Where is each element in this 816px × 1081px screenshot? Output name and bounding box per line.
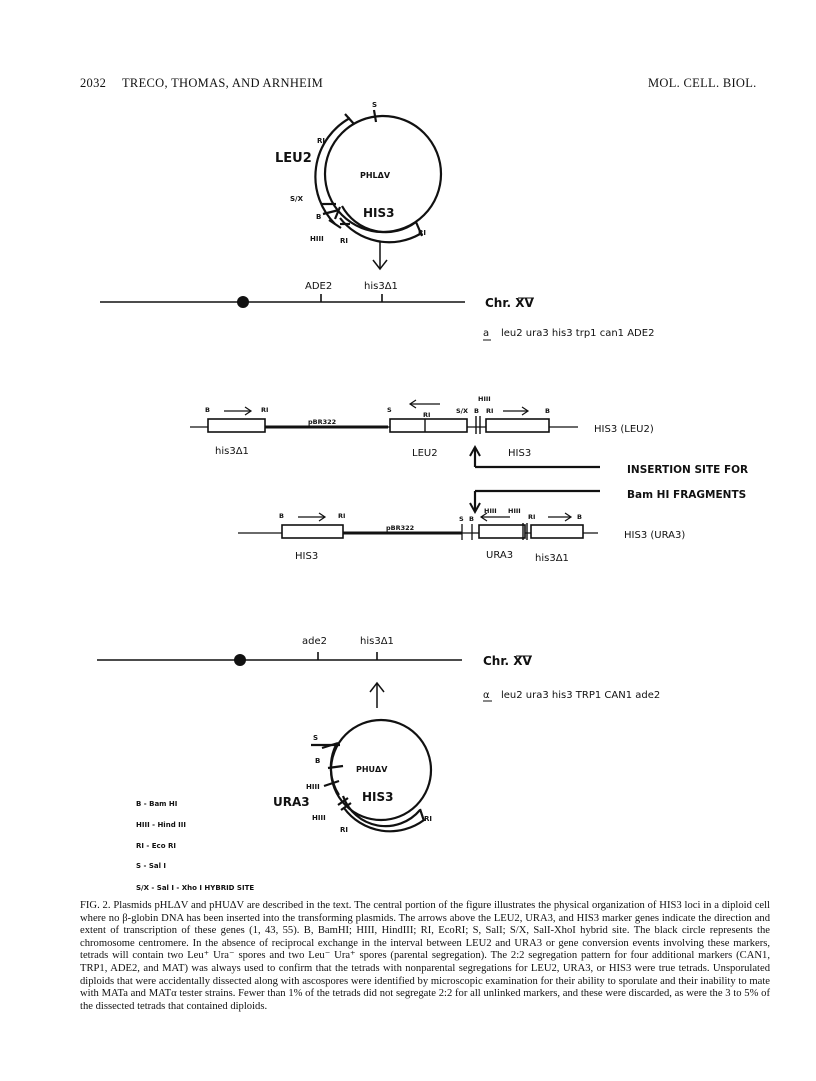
marker-his3d1: his3Δ1 bbox=[360, 636, 394, 647]
gene-label: HIS3 bbox=[295, 551, 318, 562]
site-label: B bbox=[279, 512, 284, 520]
site-label: HIII bbox=[310, 235, 324, 243]
genotype-bottom: leu2 ura3 his3 TRP1 CAN1 ade2 bbox=[501, 690, 660, 701]
running-authors: TRECO, THOMAS, AND ARNHEIM bbox=[122, 76, 323, 90]
chromosome-top: ADE2 his3Δ1 Chr. XV a leu2 ura3 his3 trp… bbox=[100, 281, 654, 341]
site-label: B bbox=[205, 406, 210, 414]
marker-his3d1: his3Δ1 bbox=[364, 281, 398, 292]
figure-caption: FIG. 2. Plasmids pHLΔV and pHUΔV are des… bbox=[80, 900, 770, 1013]
vector-label: pBR322 bbox=[386, 524, 414, 532]
site-label: RI bbox=[340, 237, 348, 245]
marker-ade2: ade2 bbox=[302, 636, 327, 647]
site-label: RI bbox=[424, 815, 432, 823]
site-label: S bbox=[459, 515, 464, 523]
site-label: HIII bbox=[306, 783, 320, 791]
site-label: B bbox=[315, 757, 320, 765]
site-label: HIII bbox=[508, 507, 521, 515]
site-label: B bbox=[474, 407, 479, 415]
gene-his3-label: HIS3 bbox=[363, 206, 395, 220]
caption-text: Plasmids pHLΔV and pHUΔV are described i… bbox=[80, 900, 770, 1012]
vector-label: pBR322 bbox=[308, 418, 336, 426]
chromosome-label: Chr. XV bbox=[483, 654, 533, 668]
site-label: S bbox=[387, 406, 392, 414]
chromosome-bottom: ade2 his3Δ1 Chr. XV α leu2 ura3 his3 TRP… bbox=[97, 636, 660, 708]
site-label: B bbox=[577, 513, 582, 521]
chromosome-label: Chr. XV bbox=[485, 296, 535, 310]
figure-2: S RI S/X B HIII RI RI LEU2 PHLΔV HIS3 AD… bbox=[97, 101, 748, 892]
site-label: B bbox=[545, 407, 550, 415]
plasmid-name: PHLΔV bbox=[360, 171, 391, 180]
journal-name: MOL. CELL. BIOL. bbox=[648, 76, 757, 90]
site-label: S/X bbox=[456, 407, 468, 415]
gene-label: his3Δ1 bbox=[535, 553, 569, 564]
plasmid-phuav: S B HIII HIII RI RI URA3 PHUΔV HIS3 bbox=[273, 718, 433, 834]
gene-leu2-label: LEU2 bbox=[275, 151, 312, 166]
insertion-site-annotation: INSERTION SITE FOR Bam HI FRAGMENTS bbox=[469, 444, 748, 515]
site-label: RI bbox=[528, 513, 535, 521]
caption-label: FIG. 2. bbox=[80, 900, 111, 911]
site-label: RI bbox=[317, 137, 325, 145]
plasmid-name: PHUΔV bbox=[356, 765, 388, 774]
page-number: 2032 bbox=[80, 76, 107, 90]
locus-his3-ura3: B RI S B HIII HIII RI B pBR322 HIS3 URA3… bbox=[238, 507, 685, 564]
site-label: RI bbox=[338, 512, 345, 520]
genotype-top: leu2 ura3 his3 trp1 can1 ADE2 bbox=[501, 328, 654, 339]
gene-label: HIS3 bbox=[508, 448, 531, 459]
marker-ade2: ADE2 bbox=[305, 281, 332, 292]
site-label: RI bbox=[486, 407, 493, 415]
gene-label: URA3 bbox=[486, 550, 513, 561]
gene-label: his3Δ1 bbox=[215, 446, 249, 457]
site-label: S/X bbox=[290, 195, 304, 203]
site-label: RI bbox=[261, 406, 268, 414]
locus-his3-leu2: B RI S RI S/X B HIII RI B pBR322 his3Δ1 … bbox=[190, 395, 654, 459]
legend-item: S/X - Sal I - Xho I HYBRID SITE bbox=[136, 884, 254, 892]
gene-label: LEU2 bbox=[412, 448, 438, 459]
site-label: S bbox=[372, 101, 377, 109]
legend-item: S - Sal I bbox=[136, 862, 166, 870]
genotype-prefix: a bbox=[483, 328, 489, 339]
site-label: HIII bbox=[478, 395, 491, 403]
genotype-prefix: α bbox=[483, 690, 490, 701]
site-label: S bbox=[313, 734, 318, 742]
site-label: HIII bbox=[312, 814, 326, 822]
site-label: HIII bbox=[484, 507, 497, 515]
plasmid-phlav: S RI S/X B HIII RI RI LEU2 PHLΔV HIS3 bbox=[275, 101, 443, 271]
centromere bbox=[237, 296, 249, 308]
restriction-site-legend: B - Bam HI HIII - Hind III RI - Eco RI S… bbox=[136, 800, 254, 892]
site-label: RI bbox=[418, 229, 426, 237]
site-label: RI bbox=[340, 826, 348, 834]
locus-label: HIS3 (LEU2) bbox=[594, 424, 654, 435]
legend-item: B - Bam HI bbox=[136, 800, 177, 808]
locus-label: HIS3 (URA3) bbox=[624, 530, 685, 541]
insertion-note-line1: INSERTION SITE FOR bbox=[627, 464, 748, 476]
insertion-note-line2: Bam HI FRAGMENTS bbox=[627, 489, 746, 501]
site-label: B bbox=[316, 213, 321, 221]
gene-ura3-label: URA3 bbox=[273, 795, 310, 809]
site-label: RI bbox=[423, 411, 430, 419]
site-label: B bbox=[469, 515, 474, 523]
gene-his3-label: HIS3 bbox=[362, 790, 394, 804]
legend-item: HIII - Hind III bbox=[136, 821, 186, 829]
centromere bbox=[234, 654, 246, 666]
legend-item: RI - Eco RI bbox=[136, 842, 176, 850]
